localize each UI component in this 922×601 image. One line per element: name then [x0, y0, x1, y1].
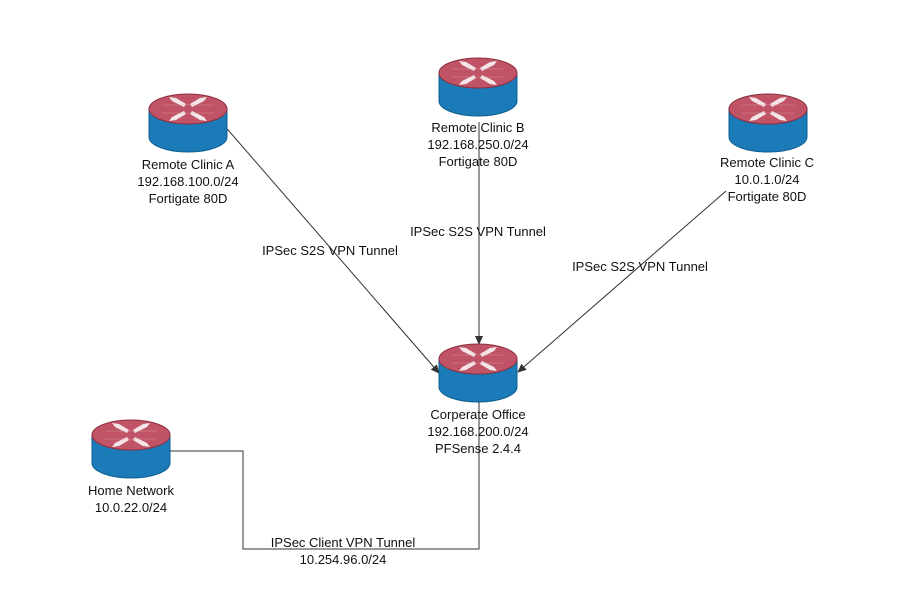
router-icon — [148, 93, 228, 153]
node-device: Fortigate 80D — [148, 191, 228, 206]
node-label-clinic-b: Remote Clinic B 192.168.250.0/24 Fortiga… — [427, 119, 528, 170]
router-icon — [91, 419, 171, 479]
edge-home-to-corporate — [169, 401, 480, 550]
edge-label-clinic-c: IPSec S2S VPN Tunnel — [572, 259, 708, 274]
node-device: Fortigate 80D — [727, 189, 807, 204]
edge-clinic-a-to-corporate — [221, 122, 440, 374]
router-clinic-c[interactable] — [728, 93, 808, 153]
node-device: PFSense 2.4.4 — [435, 441, 521, 456]
edge-clinic-c-to-corporate — [517, 190, 727, 373]
router-clinic-a[interactable] — [148, 93, 228, 153]
edge-label-clinic-a: IPSec S2S VPN Tunnel — [262, 243, 398, 258]
node-label-clinic-a: Remote Clinic A 192.168.100.0/24 Fortiga… — [137, 156, 238, 207]
router-icon — [438, 343, 518, 403]
node-subnet: 192.168.200.0/24 — [427, 424, 529, 439]
node-name: Corperate Office — [430, 407, 526, 422]
node-name: Remote Clinic C — [720, 155, 814, 170]
node-label-home: Home Network 10.0.22.0/24 — [88, 482, 174, 516]
router-home[interactable] — [91, 419, 171, 479]
router-icon — [728, 93, 808, 153]
edge-label-clinic-b: IPSec S2S VPN Tunnel — [410, 224, 546, 239]
router-clinic-b[interactable] — [438, 57, 518, 117]
node-device: Fortigate 80D — [438, 154, 518, 169]
node-subnet: 192.168.250.0/24 — [427, 137, 529, 152]
node-name: Home Network — [88, 483, 174, 498]
node-name: Remote Clinic B — [431, 120, 525, 135]
node-label-clinic-c: Remote Clinic C 10.0.1.0/24 Fortigate 80… — [720, 154, 814, 205]
router-corporate[interactable] — [438, 343, 518, 403]
node-subnet: 192.168.100.0/24 — [137, 174, 239, 189]
edge-label-home: IPSec Client VPN Tunnel — [270, 535, 416, 550]
node-label-corporate: Corperate Office 192.168.200.0/24 PFSens… — [427, 406, 528, 457]
node-subnet: 10.0.22.0/24 — [94, 500, 168, 515]
node-subnet: 10.0.1.0/24 — [734, 172, 800, 187]
node-name: Remote Clinic A — [141, 157, 235, 172]
router-icon — [438, 57, 518, 117]
edge-label-home-subnet: 10.254.96.0/24 — [299, 552, 387, 567]
